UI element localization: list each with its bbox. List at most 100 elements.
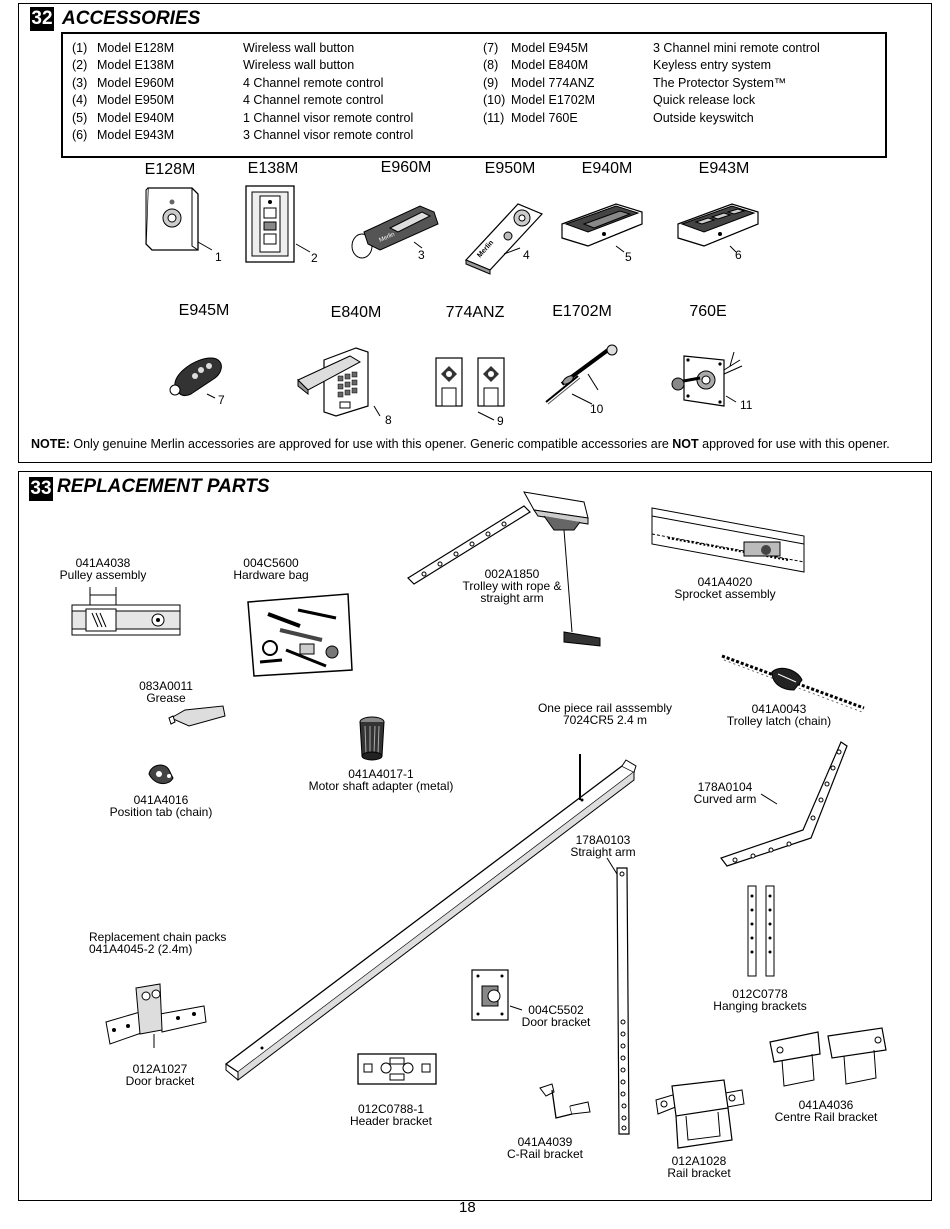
curved-arm-illustration [720,741,848,867]
item-index: (1) [72,41,88,55]
figure-label-760e: 760E [689,303,727,320]
section-number-33: 33 [29,477,53,501]
item-index: (11) [483,111,505,125]
e940m-remote-illustration [561,203,643,253]
item-model: Model 774ANZ [511,76,595,90]
774anz-protector-system-illustration [435,357,505,421]
item-model: Model E943M [97,128,175,142]
e960m-remote-illustration: Merlin [351,205,439,259]
figure-number-7: 7 [218,393,225,407]
figure-number-4: 4 [523,248,530,262]
item-description: Wireless wall button [243,58,355,72]
straight-arm-illustration [606,857,630,1135]
item-description: 3 Channel visor remote control [243,128,414,142]
e945m-mini-remote-illustration [169,357,222,399]
position-tab-illustration [148,764,174,784]
door-bracket-004c5502-illustration [471,969,523,1021]
item-description: 4 Channel remote control [243,76,384,90]
e1702m-quick-release-lock-illustration [545,344,618,405]
hardware-bag-illustration [247,593,353,677]
trolley-latch-illustration [721,654,865,713]
item-index: (10) [483,93,506,107]
item-index: (7) [483,41,499,55]
e138m-wall-button-illustration [245,185,311,263]
section-title-accessories: ACCESSORIES [62,8,201,29]
item-model: Model 760E [511,111,578,125]
item-description: 1 Channel visor remote control [243,111,414,125]
figure-label-e138m: E138M [247,160,299,177]
pulley-assembly-illustration [71,587,181,636]
trolley-illustration [407,491,601,647]
item-description: Wireless wall button [243,41,355,55]
note-emphasis: NOT [672,437,699,451]
figure-label-e1702m: E1702M [552,303,612,320]
rail-assembly-illustration [224,754,637,1082]
item-model: Model E950M [97,93,175,107]
motor-shaft-adapter-illustration [359,716,385,761]
item-model: Model E138M [97,58,175,72]
header-bracket-illustration [357,1053,437,1085]
item-description: 4 Channel remote control [243,93,384,107]
e840m-keypad-illustration [297,347,381,417]
item-model: Model E1702M [511,93,596,107]
e950m-remote-illustration: Merlin [464,203,544,275]
rail-bracket-illustration [655,1079,745,1149]
accessory-list-box [61,32,887,158]
section-title-replacement-parts: REPLACEMENT PARTS [57,476,270,497]
item-description: The Protector System™ [653,76,787,90]
e128m-wall-button-illustration [145,187,213,251]
door-bracket-012a1027-illustration [105,983,207,1048]
replacement-parts-panel [18,471,932,1201]
figure-number-6: 6 [735,248,742,262]
centre-rail-bracket-illustration [769,1027,887,1087]
item-model: Model E940M [97,111,175,125]
grease-illustration [168,705,226,727]
sprocket-assembly-illustration [651,507,805,573]
figure-label-e940m: E940M [581,160,633,177]
figure-label-e943m: E943M [698,160,750,177]
e943m-remote-illustration [677,203,759,253]
item-description: Quick release lock [653,93,756,107]
item-index: (6) [72,128,88,142]
item-model: Model E945M [511,41,589,55]
figure-label-774anz: 774ANZ [445,304,505,321]
note-lead: NOTE: [31,437,70,451]
figure-label-e128m: E128M [144,161,196,178]
item-model: Model E960M [97,76,175,90]
hanging-brackets-illustration [747,885,775,977]
figure-label-e950m: E950M [484,160,536,177]
item-index: (9) [483,76,499,90]
figure-number-10: 10 [590,402,604,416]
figure-number-9: 9 [497,414,504,428]
item-description: Outside keyswitch [653,111,754,125]
figure-number-11: 11 [740,398,753,412]
note-text-2: approved for use with this opener. [698,437,890,451]
item-description: Keyless entry system [653,58,772,72]
item-index: (3) [72,76,88,90]
page-number: 18 [459,1199,476,1216]
figure-label-e945m: E945M [178,302,230,319]
figure-number-8: 8 [385,413,392,427]
item-index: (2) [72,58,88,72]
figure-number-2: 2 [311,251,318,265]
figure-label-e960m: E960M [380,159,432,176]
item-index: (4) [72,93,88,107]
